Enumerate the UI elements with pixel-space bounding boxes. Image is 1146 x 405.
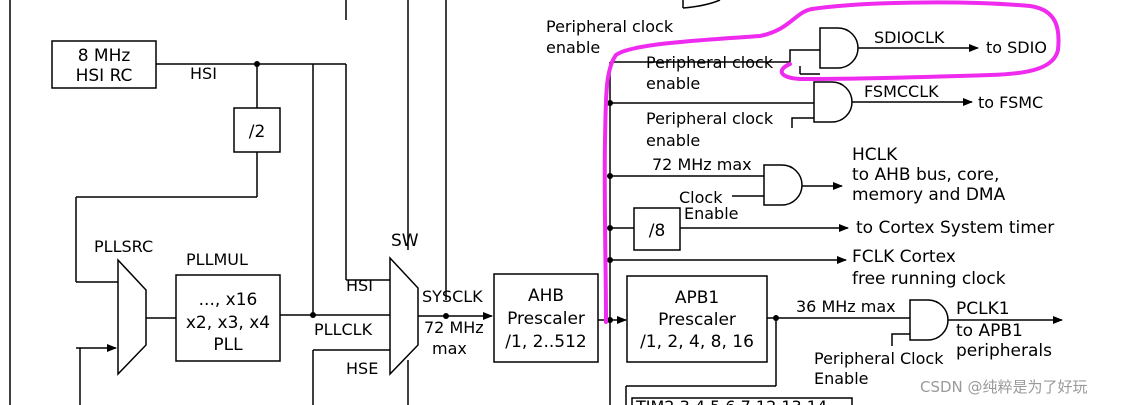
tim-box-partial: TIM2,3,4,5,6,7,12,13,14 <box>631 397 853 405</box>
fsmc-enable-1: Peripheral clock <box>646 109 774 128</box>
fclk-label-1: FCLK Cortex <box>852 247 956 267</box>
pllsrc-label: PLLSRC <box>94 237 153 256</box>
pllclk-wiring: PLLCLK HSI HSE <box>280 64 390 405</box>
sw-mux: SW <box>389 231 419 405</box>
fsmcclk-label: FSMCCLK <box>864 82 939 101</box>
sdioclk-label: SDIOCLK <box>874 28 945 47</box>
apb1-label-3: /1, 2, 4, 8, 16 <box>640 332 754 352</box>
hsi-mux-label: HSI <box>346 276 373 295</box>
clock-enable-2: Enable <box>684 204 739 223</box>
hsi-rc-block: 8 MHz HSI RC <box>51 40 157 89</box>
pll-label-1: ..., x16 <box>199 290 258 310</box>
pllmul-label: PLLMUL <box>186 250 248 269</box>
pclk1-label-3: peripherals <box>956 341 1052 361</box>
pllsrc-mux: PLLSRC <box>76 237 176 405</box>
hclk-label-1: HCLK <box>852 145 898 165</box>
div2-label: /2 <box>249 122 266 142</box>
sysclk-label: SYSCLK <box>422 287 483 306</box>
fsmc-enable-2: enable <box>646 131 700 150</box>
to-fsmc-label: to FSMC <box>978 93 1043 112</box>
fsmc-gate: FSMCCLK to FSMC Peripheral clock enable <box>610 81 1043 150</box>
hsi-rc-label-1: 8 MHz <box>78 46 131 66</box>
to-sdio-label: to SDIO <box>986 38 1047 57</box>
fclk-line: FCLK Cortex free running clock <box>610 247 1006 289</box>
pclk1-label-1: PCLK1 <box>956 299 1010 319</box>
hclk-label-3: memory and DMA <box>852 185 1006 205</box>
pll-block: PLLMUL ..., x16 x2, x3, x4 PLL <box>175 250 281 362</box>
apb1-max-label: 36 MHz max <box>796 297 896 316</box>
hsi-wiring: HSI <box>156 61 390 281</box>
fclk-label-2: free running clock <box>852 269 1006 289</box>
pclk1-label-2: to APB1 <box>956 321 1023 341</box>
hclk-label-2: to AHB bus, core, <box>852 165 999 185</box>
sdio-gate: SDIOCLK to SDIO Peripheral clock enable <box>610 27 1047 93</box>
cortex-timer-label: to Cortex System timer <box>856 218 1054 238</box>
ahb-label-3: /1, 2..512 <box>505 332 586 352</box>
hclk-gate: 72 MHz max HCLK to AHB bus, core, memory… <box>610 145 1006 223</box>
pclk1-gate: 36 MHz max PCLK1 to APB1 peripherals Per… <box>625 297 1063 405</box>
ahb-label-1: AHB <box>528 286 564 306</box>
div2-block: /2 <box>75 107 281 283</box>
pllclk-label: PLLCLK <box>314 320 373 339</box>
sw-label: SW <box>391 231 419 251</box>
sysclk-wiring: SYSCLK 72 MHz max <box>418 287 493 358</box>
sysclk-max-1: 72 MHz <box>424 318 484 337</box>
ahb-label-2: Prescaler <box>507 309 585 329</box>
top-enable-2: enable <box>546 38 600 57</box>
top-enable: Peripheral clock enable <box>546 17 674 57</box>
hsi-top-label: HSI <box>190 64 217 83</box>
div8-block: /8 to Cortex System timer <box>610 207 1054 251</box>
tim-partial-label: TIM2,3,4,5,6,7,12,13,14 <box>635 397 827 405</box>
watermark-text: CSDN @纯粹是为了好玩 <box>920 378 1088 396</box>
div8-label: /8 <box>649 221 666 241</box>
hse-label: HSE <box>346 359 378 378</box>
highlight-annotation <box>602 0 1061 324</box>
hsi-rc-label-2: HSI RC <box>76 66 133 86</box>
top-enable-1: Peripheral clock <box>546 17 674 36</box>
ahb-prescaler-block: AHB Prescaler /1, 2..512 <box>493 273 599 363</box>
pclk1-enable-1: Peripheral Clock <box>814 349 944 368</box>
pll-label-2: x2, x3, x4 <box>186 313 270 333</box>
pclk1-enable-2: Enable <box>814 369 869 388</box>
sdio-enable-1: Peripheral clock <box>646 53 774 72</box>
apb1-label-1: APB1 <box>675 288 719 308</box>
apb1-label-2: Prescaler <box>658 310 736 330</box>
ahb-max-label: 72 MHz max <box>652 155 752 174</box>
sysclk-max-2: max <box>432 339 467 358</box>
sdio-enable-2: enable <box>646 74 700 93</box>
frame-lines <box>9 0 721 405</box>
clock-enable-1: Clock <box>679 188 723 207</box>
pll-label-3: PLL <box>213 335 243 355</box>
hclk-bus <box>598 62 627 405</box>
apb1-prescaler-block: APB1 Prescaler /1, 2, 4, 8, 16 <box>626 275 768 363</box>
